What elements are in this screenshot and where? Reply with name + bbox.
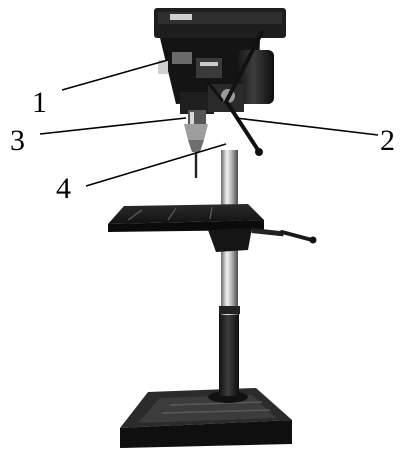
drill-chuck xyxy=(184,124,208,178)
callout-3-leader xyxy=(39,117,187,135)
callout-1: 1 xyxy=(32,59,169,119)
callout-2-label: 2 xyxy=(380,124,395,157)
work-table xyxy=(108,204,317,252)
callout-4-label: 4 xyxy=(56,172,71,205)
quill xyxy=(188,110,206,126)
base xyxy=(120,388,292,448)
callout-3-label: 3 xyxy=(10,124,25,157)
callout-4-leader xyxy=(85,143,227,187)
callout-1-leader xyxy=(61,59,169,91)
callout-1-label: 1 xyxy=(32,86,47,119)
spindle-feed-lever xyxy=(204,30,264,156)
column xyxy=(219,150,240,396)
callout-3: 3 xyxy=(10,117,187,157)
callout-4: 4 xyxy=(56,143,227,205)
callout-2-leader xyxy=(235,117,379,136)
callout-2: 2 xyxy=(235,117,395,157)
